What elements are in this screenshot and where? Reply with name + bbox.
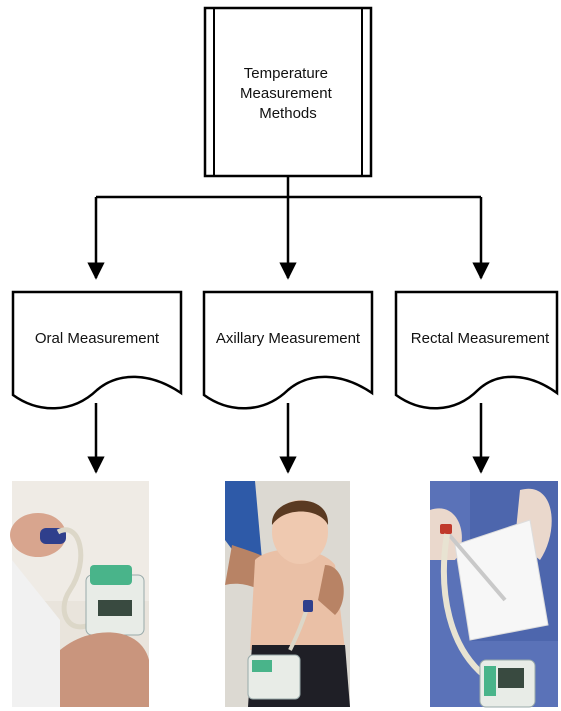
rectal-thermometer-photo: [430, 481, 558, 708]
root-title-line-1: Temperature: [244, 65, 328, 82]
oral-thermometer-photo: [10, 481, 149, 707]
method-node-oral: Oral Measurement: [11, 290, 183, 410]
method-label-oral: Oral Measurement: [35, 330, 160, 347]
axillary-thermometer-photo: [225, 481, 350, 707]
method-label-axillary: Axillary Measurement: [216, 330, 361, 347]
connector-lines: [87, 176, 490, 280]
svg-text:Temperature Measurement: Temperature Measurement Methods: [240, 65, 336, 122]
method-node-axillary: Axillary Measurement: [202, 290, 374, 410]
root-title-line-3: Methods: [259, 105, 317, 122]
photo-connectors: [87, 403, 490, 474]
root-title-line-2: Measurement: [240, 85, 333, 102]
method-label-rectal: Rectal Measurement: [411, 330, 550, 347]
root-node: Temperature Measurement Methods: [203, 6, 373, 178]
method-node-rectal: Rectal Measurement: [394, 290, 559, 410]
